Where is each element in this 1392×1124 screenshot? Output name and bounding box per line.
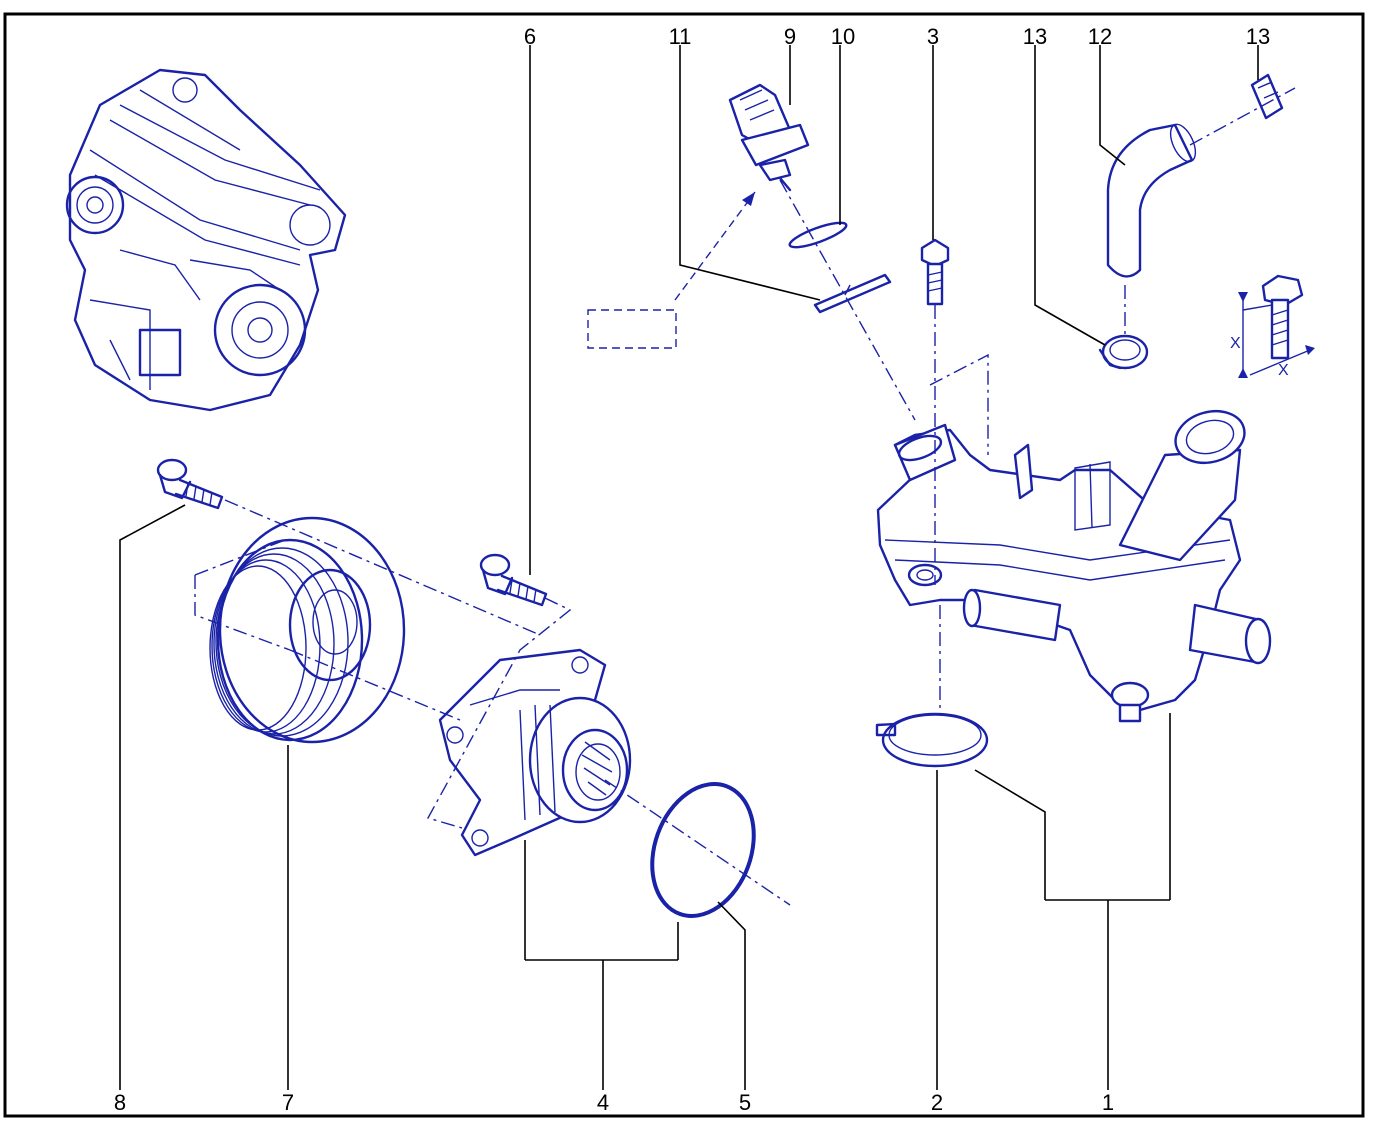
diagram-border: [3, 12, 1365, 1118]
callout-13-left: 13: [1023, 24, 1047, 49]
temperature-sensor-part-9: [728, 83, 810, 192]
coolant-hose-part-12: [1106, 123, 1197, 278]
callout-1: 1: [1102, 1090, 1114, 1115]
callout-3: 3: [927, 24, 939, 49]
water-pump-part-4: [438, 648, 632, 857]
assembly-axis-lines-left: [194, 499, 791, 906]
housing-seal-part-2: [875, 712, 989, 768]
callout-6: 6: [524, 24, 536, 49]
hose-clamp-part-13-upper: [1250, 73, 1284, 120]
callout-7: 7: [282, 1090, 294, 1115]
sensor-clip-part-11: [813, 273, 892, 314]
callout-13-right: 13: [1246, 24, 1270, 49]
pump-bolt-part-6: [479, 553, 548, 607]
dimension-label-x-horizontal: X: [1278, 362, 1289, 379]
callout-10: 10: [831, 24, 855, 49]
thermostat-housing-part-1: [876, 410, 1272, 723]
callout-9: 9: [784, 24, 796, 49]
dimension-label-x-vertical: X: [1230, 335, 1241, 352]
callout-2: 2: [931, 1090, 943, 1115]
assembly-axis-lines-right: [587, 87, 1296, 715]
housing-bolt-part-3: [920, 238, 950, 306]
engine-overview-illustration: [65, 68, 347, 412]
pulley-part-7: [209, 516, 406, 744]
hose-clamp-part-13-lower: [1098, 334, 1149, 370]
callout-5: 5: [739, 1090, 751, 1115]
callout-8: 8: [114, 1090, 126, 1115]
callout-11: 11: [669, 24, 692, 49]
pulley-bolt-part-8: [156, 458, 224, 510]
callout-12: 12: [1088, 24, 1112, 49]
pump-seal-part-5: [650, 782, 756, 918]
sensor-seal-part-10: [788, 221, 848, 249]
callout-leader-lines: [119, 45, 1259, 1090]
torque-bolt-dimension-icon: X X: [1230, 274, 1315, 379]
callout-4: 4: [597, 1090, 609, 1115]
callout-numbers: 6 11 9 10 3 13 12 13 8 7 4 5 2 1: [114, 24, 1270, 1115]
